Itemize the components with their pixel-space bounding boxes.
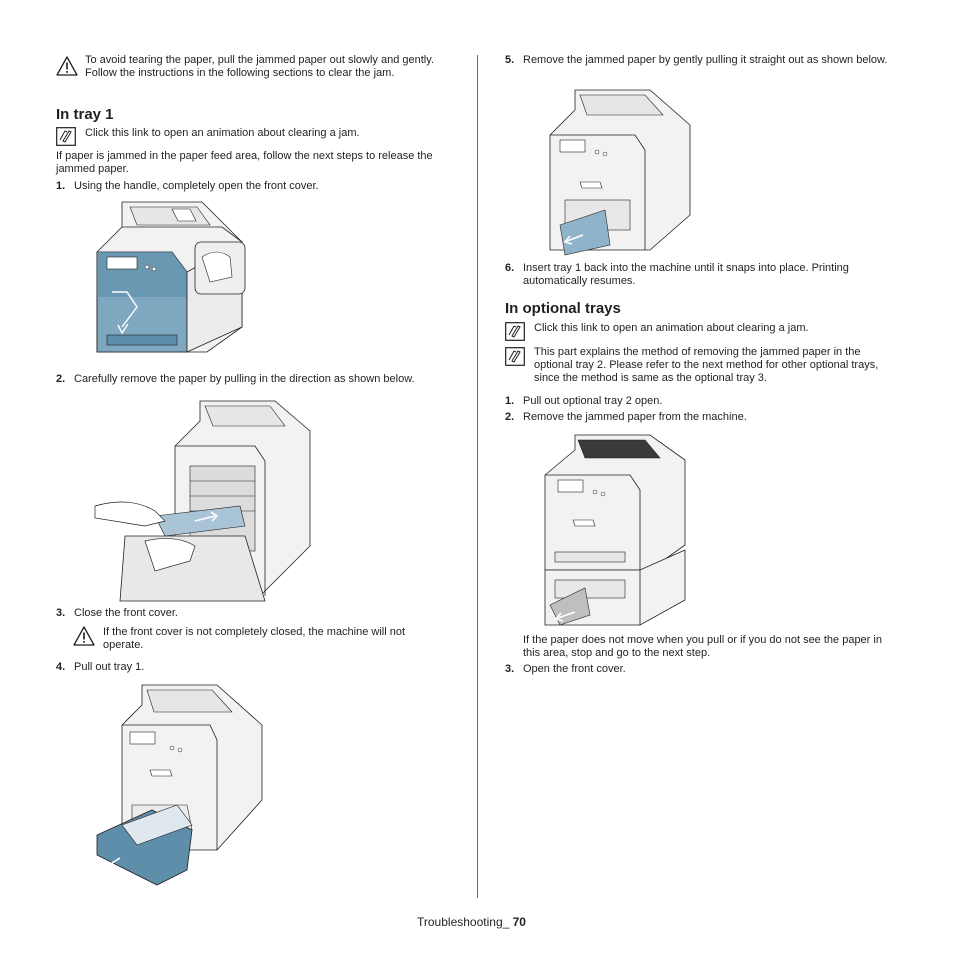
after-text: If the paper does not move when you pull… <box>523 634 882 659</box>
note-icon <box>505 347 525 366</box>
step-2: 2. Carefully remove the paper by pulling… <box>56 373 456 386</box>
page-footer: Troubleshooting_ 70 <box>417 915 526 929</box>
printer-paper-out-illustration <box>549 89 691 256</box>
optional-step-1: 1. Pull out optional tray 2 open. <box>505 395 895 408</box>
intro-text: If paper is jammed in the paper feed are… <box>56 150 433 175</box>
step-text: Remove the jammed paper from the machine… <box>523 411 747 423</box>
step-number: 3. <box>56 607 66 619</box>
caution-cover-text: If the front cover is not completely clo… <box>103 626 406 651</box>
caution-icon <box>56 56 78 76</box>
step-number: 2. <box>505 411 515 423</box>
step-text: Carefully remove the paper by pulling in… <box>74 373 415 385</box>
step-number: 6. <box>505 262 515 274</box>
caution-icon <box>73 626 95 646</box>
optional-step-3: 3. Open the front cover. <box>505 663 895 676</box>
animation-link[interactable]: Click this link to open an animation abo… <box>85 127 360 139</box>
step-text: Pull out optional tray 2 open. <box>523 395 663 407</box>
step-number: 4. <box>56 661 66 673</box>
step-3: 3. Close the front cover. <box>56 607 446 620</box>
step-number: 1. <box>56 180 66 192</box>
page-number: 70 <box>512 915 526 929</box>
step-6: 6. Insert tray 1 back into the machine u… <box>505 262 895 287</box>
step-5: 5. Remove the jammed paper by gently pul… <box>505 54 895 67</box>
printer-optional-tray-illustration <box>544 434 686 626</box>
column-divider <box>477 55 478 898</box>
step-text: Close the front cover. <box>74 607 178 619</box>
step-text: Open the front cover. <box>523 663 626 675</box>
section-title-tray1: In tray 1 <box>56 106 114 123</box>
step-4: 4. Pull out tray 1. <box>56 661 446 674</box>
note-icon <box>505 322 525 341</box>
printer-remove-paper-illustration <box>94 400 311 602</box>
printer-pull-tray-illustration <box>96 684 263 886</box>
step-1: 1. Using the handle, completely open the… <box>56 180 446 193</box>
animation-link[interactable]: Click this link to open an animation abo… <box>534 322 809 334</box>
note-optional-text: This part explains the method of removin… <box>534 346 879 384</box>
step-text: Using the handle, completely open the fr… <box>74 180 319 192</box>
optional-step-2: 2. Remove the jammed paper from the mach… <box>505 411 895 424</box>
step-text: Pull out tray 1. <box>74 661 145 673</box>
step-number: 5. <box>505 54 515 66</box>
caution-text: To avoid tearing the paper, pull the jam… <box>85 54 434 79</box>
step-text: Insert tray 1 back into the machine unti… <box>523 262 849 287</box>
step-number: 1. <box>505 395 515 407</box>
section-title-optional: In optional trays <box>505 300 621 317</box>
printer-open-cover-illustration <box>96 201 246 353</box>
note-icon <box>56 127 76 146</box>
step-number: 2. <box>56 373 66 385</box>
footer-label: Troubleshooting_ <box>417 915 513 929</box>
step-text: Remove the jammed paper by gently pullin… <box>523 54 888 66</box>
step-number: 3. <box>505 663 515 675</box>
